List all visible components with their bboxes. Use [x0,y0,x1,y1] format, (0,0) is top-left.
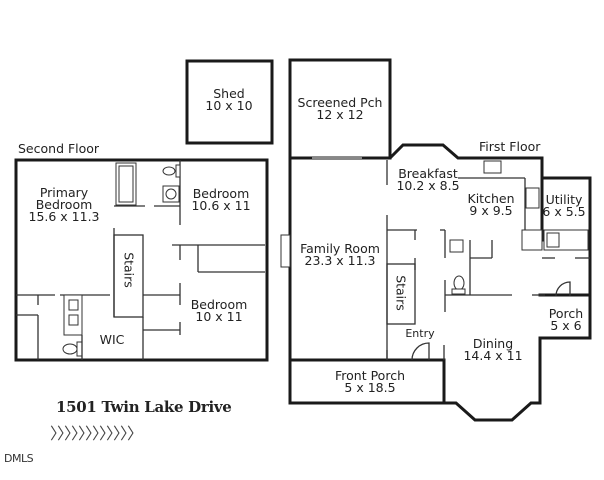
room-primary-bedroom: Primary Bedroom 15.6 x 11.3 [28,185,100,224]
mls-watermark: DMLS [4,452,34,465]
second-floor-interior [16,160,265,360]
first-floor-interior [280,157,590,361]
shed-outline [185,59,274,145]
entry-label: Entry [405,327,435,340]
property-address: 1501 Twin Lake Drive [56,398,232,416]
stairs-second-floor: Stairs [121,252,137,288]
first-floor-label: First Floor [479,139,541,154]
second-floor-label: Second Floor [18,141,100,156]
chevron-decoration: 〉〉〉〉〉〉〉〉〉〉〉〉 [50,424,143,443]
room-wic: WIC [99,332,125,347]
second-floor-outline [14,158,269,362]
stairs-first-floor: Stairs [393,275,409,311]
